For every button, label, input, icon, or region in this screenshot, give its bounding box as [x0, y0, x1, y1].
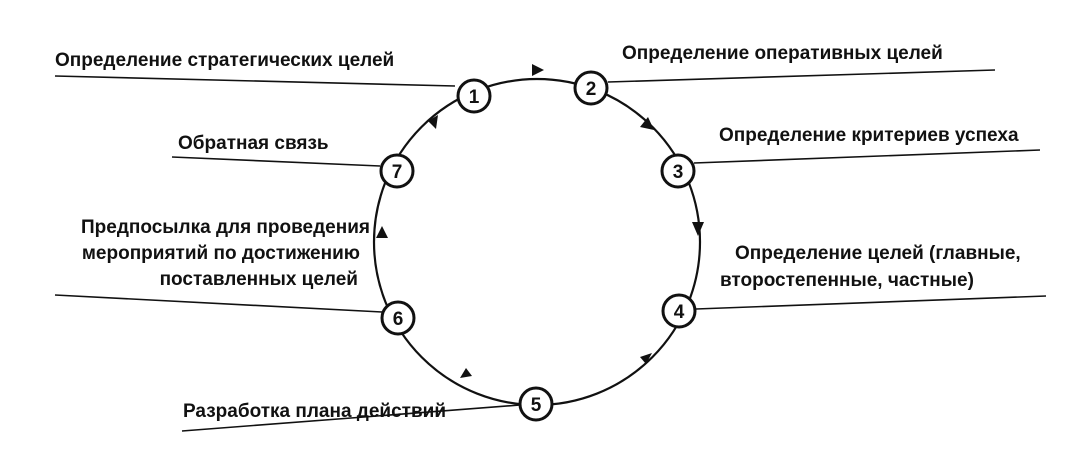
node-6-number: 6 — [393, 309, 404, 330]
node-5: 5 — [518, 386, 554, 422]
leader-line-5 — [181, 404, 521, 432]
arrow-4-to-5 — [640, 353, 652, 364]
label-3: Определение критериев успеха — [719, 125, 1019, 146]
node-4-number: 4 — [674, 302, 685, 323]
leader-line-6 — [54, 294, 383, 313]
node-6-circle — [380, 300, 416, 336]
leader-line-4 — [695, 295, 1047, 310]
arrow-6-to-7 — [376, 226, 388, 238]
label-4-line-2: второстепенные, частные) — [720, 270, 974, 291]
label-5: Разработка плана действий — [183, 401, 446, 422]
node-2-number: 2 — [586, 79, 597, 100]
node-1-number: 1 — [469, 87, 480, 108]
node-5-circle — [518, 386, 554, 422]
arrow-3-to-4 — [692, 222, 704, 236]
arrow-7-to-1 — [428, 115, 438, 129]
label-6-line-1: Предпосылка для проведения — [81, 217, 370, 238]
arrow-1-to-2 — [532, 64, 544, 76]
node-5-number: 5 — [531, 395, 542, 416]
node-6: 6 — [380, 300, 416, 336]
arrow-5-to-6 — [460, 368, 472, 378]
label-7: Обратная связь — [178, 133, 329, 154]
label-6-line-2: мероприятий по достижению — [82, 243, 360, 264]
node-1: 1 — [456, 78, 492, 114]
node-4-circle — [661, 293, 697, 329]
arrow-2-to-3 — [640, 117, 654, 130]
node-4: 4 — [661, 293, 697, 329]
node-7: 7 — [379, 153, 415, 189]
leader-line-2 — [607, 69, 996, 83]
node-1-circle — [456, 78, 492, 114]
node-7-number: 7 — [392, 162, 403, 183]
label-1: Определение стратегических целей — [55, 50, 394, 71]
label-4-line-1: Определение целей (главные, — [735, 243, 1021, 264]
node-3: 3 — [660, 153, 696, 189]
node-2-circle — [573, 70, 609, 106]
node-3-circle — [660, 153, 696, 189]
leader-line-3 — [693, 149, 1041, 164]
label-6-line-3: поставленных целей — [160, 269, 358, 290]
leader-line-1 — [54, 75, 456, 87]
node-2: 2 — [573, 70, 609, 106]
label-2: Определение оперативных целей — [622, 43, 943, 64]
leader-line-7 — [171, 156, 381, 167]
node-7-circle — [379, 153, 415, 189]
node-3-number: 3 — [673, 162, 684, 183]
